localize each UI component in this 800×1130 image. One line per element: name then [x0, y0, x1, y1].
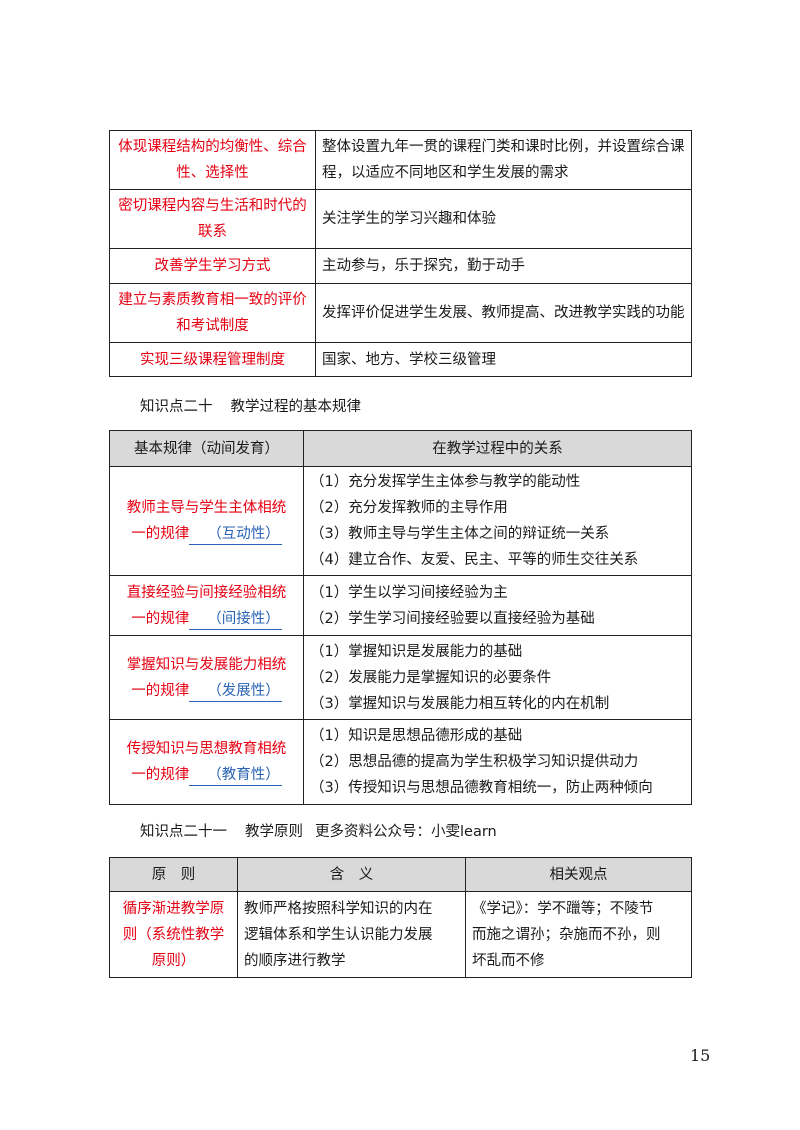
reform-measure-cell: 整体设置九年一贯的课程门类和课时比例，并设置综合课程，以适应不同地区和学生发展的… — [315, 130, 692, 190]
law-name-cont: 一的规律 — [131, 682, 190, 699]
table-row: 教师主导与学生主体相统 一的规律（互动性） （1）充分发挥学生主体参与教学的能动… — [109, 466, 692, 576]
law-name: 直接经验与间接经验相统 — [126, 584, 287, 601]
section-title: 教学原则 — [245, 824, 303, 840]
reform-measure-cell: 国家、地方、学校三级管理 — [315, 342, 692, 377]
list-item: （2）学生学习间接经验要以直接经验为基础 — [310, 610, 595, 627]
table-header-row: 原 则 含 义 相关观点 — [109, 857, 692, 892]
table-row: 直接经验与间接经验相统 一的规律（间接性） （1）学生以学习间接经验为主 （2）… — [109, 575, 692, 636]
list-item: （1）充分发挥学生主体参与教学的能动性 — [310, 474, 581, 490]
reform-goal-cell: 密切课程内容与生活和时代的联系 — [109, 189, 316, 249]
list-item: （4）建立合作、友爱、民主、平等的师生交往关系 — [310, 552, 639, 568]
promo-text: 更多资料公众号：小雯learn — [315, 824, 497, 840]
law-cell: 直接经验与间接经验相统 一的规律（间接性） — [109, 575, 304, 636]
list-item: （1）掌握知识是发展能力的基础 — [310, 643, 523, 660]
law-cell: 传授知识与思想教育相统 一的规律（教育性） — [109, 719, 304, 805]
table-row: 体现课程结构的均衡性、综合性、选择性 整体设置九年一贯的课程门类和课时比例，并设… — [109, 130, 692, 190]
section-number: 知识点二十一 — [140, 824, 227, 840]
reform-goal-cell: 体现课程结构的均衡性、综合性、选择性 — [109, 130, 316, 190]
table-row: 改善学生学习方式 主动参与，乐于探究，勤于动手 — [109, 248, 692, 284]
table-row: 掌握知识与发展能力相统 一的规律（发展性） （1）掌握知识是发展能力的基础 （2… — [109, 635, 692, 720]
meaning-line: 的顺序进行教学 — [244, 952, 346, 969]
view-line: 坏乱而不修 — [472, 952, 545, 969]
principle-line: 循序渐进教学原 — [122, 900, 225, 917]
table-row: 实现三级课程管理制度 国家、地方、学校三级管理 — [109, 342, 692, 377]
reform-measure-cell: 关注学生的学习兴趣和体验 — [315, 189, 692, 249]
reform-goal-cell: 实现三级课程管理制度 — [109, 342, 316, 377]
law-name-cont: 一的规律 — [131, 526, 190, 542]
list-item: （2）充分发挥教师的主导作用 — [310, 500, 508, 516]
list-item: （1）学生以学习间接经验为主 — [310, 584, 508, 601]
relation-cell: （1）掌握知识是发展能力的基础 （2）发展能力是掌握知识的必要条件 （3）掌握知… — [303, 635, 692, 720]
relation-cell: （1）知识是思想品德形成的基础 （2）思想品德的提高为学生积极学习知识提供动力 … — [303, 719, 692, 805]
relation-cell: （1）充分发挥学生主体参与教学的能动性 （2）充分发挥教师的主导作用 （3）教师… — [303, 466, 692, 576]
reform-goal-cell: 建立与素质教育相一致的评价和考试制度 — [109, 283, 316, 343]
column-header: 相关观点 — [465, 857, 692, 892]
principle-line: 则（系统性教学 — [122, 926, 225, 943]
table-row: 循序渐进教学原 则（系统性教学 原则） 教师严格按照科学知识的内在 逻辑体系和学… — [109, 891, 692, 978]
table-row: 密切课程内容与生活和时代的联系 关注学生的学习兴趣和体验 — [109, 189, 692, 249]
view-line: 而施之谓孙；杂施而不孙，则 — [472, 926, 661, 943]
principle-cell: 循序渐进教学原 则（系统性教学 原则） — [109, 891, 238, 978]
meaning-line: 逻辑体系和学生认识能力发展 — [244, 926, 433, 943]
reform-measure-cell: 发挥评价促进学生发展、教师提高、改进教学实践的功能 — [315, 283, 692, 343]
column-header: 原 则 — [109, 857, 238, 892]
list-item: （2）发展能力是掌握知识的必要条件 — [310, 669, 552, 686]
reform-goal-cell: 改善学生学习方式 — [109, 248, 316, 284]
principle-line: 原则） — [151, 952, 196, 969]
law-feature-blank: （发展性） — [189, 681, 282, 702]
relation-cell: （1）学生以学习间接经验为主 （2）学生学习间接经验要以直接经验为基础 — [303, 575, 692, 636]
law-feature-blank: （互动性） — [189, 524, 282, 545]
table-header-row: 基本规律（动间发育） 在教学过程中的关系 — [109, 430, 692, 467]
curriculum-reform-table: 体现课程结构的均衡性、综合性、选择性 整体设置九年一贯的课程门类和课时比例，并设… — [109, 130, 692, 377]
law-name: 掌握知识与发展能力相统 — [126, 656, 287, 673]
section-heading-21: 知识点二十一 教学原则更多资料公众号：小雯learn — [140, 822, 497, 842]
section-title: 教学过程的基本规律 — [230, 399, 362, 415]
law-feature-blank: （教育性） — [189, 765, 282, 786]
page-number: 15 — [690, 1046, 711, 1065]
law-name-cont: 一的规律 — [131, 610, 190, 627]
table-row: 建立与素质教育相一致的评价和考试制度 发挥评价促进学生发展、教师提高、改进教学实… — [109, 283, 692, 343]
meaning-cell: 教师严格按照科学知识的内在 逻辑体系和学生认识能力发展 的顺序进行教学 — [237, 891, 466, 978]
view-cell: 《学记》：学不躐等；不陵节 而施之谓孙；杂施而不孙，则 坏乱而不修 — [465, 891, 692, 978]
law-name-cont: 一的规律 — [131, 767, 190, 783]
teaching-laws-table: 基本规律（动间发育） 在教学过程中的关系 教师主导与学生主体相统 一的规律（互动… — [109, 430, 692, 805]
law-cell: 教师主导与学生主体相统 一的规律（互动性） — [109, 466, 304, 576]
column-header: 含 义 — [237, 857, 466, 892]
law-name: 传授知识与思想教育相统 — [126, 741, 287, 757]
column-header: 基本规律（动间发育） — [109, 430, 304, 467]
teaching-principles-table: 原 则 含 义 相关观点 循序渐进教学原 则（系统性教学 原则） 教师严格按照科… — [109, 857, 692, 978]
law-feature-blank: （间接性） — [189, 609, 282, 630]
list-item: （3）传授知识与思想品德教育相统一，防止两种倾向 — [310, 780, 653, 796]
column-header: 在教学过程中的关系 — [303, 430, 692, 467]
list-item: （2）思想品德的提高为学生积极学习知识提供动力 — [310, 754, 639, 770]
list-item: （3）教师主导与学生主体之间的辩证统一关系 — [310, 526, 610, 542]
meaning-line: 教师严格按照科学知识的内在 — [244, 900, 433, 917]
list-item: （1）知识是思想品德形成的基础 — [310, 728, 523, 744]
law-name: 教师主导与学生主体相统 — [126, 500, 287, 516]
view-line: 《学记》：学不躐等；不陵节 — [472, 900, 654, 917]
list-item: （3）掌握知识与发展能力相互转化的内在机制 — [310, 695, 610, 712]
law-cell: 掌握知识与发展能力相统 一的规律（发展性） — [109, 635, 304, 720]
table-row: 传授知识与思想教育相统 一的规律（教育性） （1）知识是思想品德形成的基础 （2… — [109, 719, 692, 805]
section-number: 知识点二十 — [140, 399, 213, 415]
section-heading-20: 知识点二十 教学过程的基本规律 — [140, 397, 361, 417]
reform-measure-cell: 主动参与，乐于探究，勤于动手 — [315, 248, 692, 284]
